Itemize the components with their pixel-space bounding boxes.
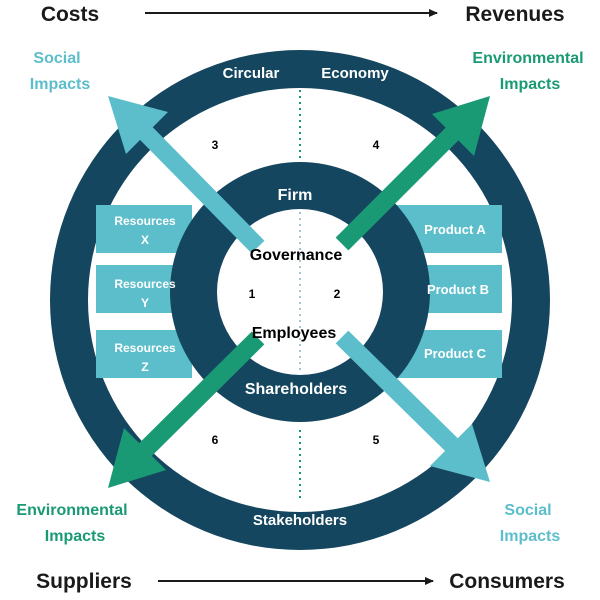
product-b-label: Product B bbox=[427, 282, 489, 297]
quadrant-number-3: 3 bbox=[212, 138, 219, 152]
quadrant-number-1: 1 bbox=[249, 287, 256, 301]
quadrant-number-4: 4 bbox=[373, 138, 380, 152]
outer-ring-label-economy: Economy bbox=[321, 65, 389, 82]
diagonal-arrow-icon bbox=[108, 331, 265, 488]
resources-band-z bbox=[96, 330, 192, 378]
consumers-label: Consumers bbox=[449, 570, 565, 593]
inner-ring-label-firm: Firm bbox=[278, 187, 313, 204]
top-left-impacts-line1: Social bbox=[33, 50, 80, 67]
bottom-right-impacts-line2: Impacts bbox=[500, 528, 561, 545]
top-right-impacts-line2: Impacts bbox=[500, 76, 561, 93]
costs-label: Costs bbox=[41, 3, 99, 26]
quadrant-number-2: 2 bbox=[334, 287, 341, 301]
outer-ring-label-stakeholders: Stakeholders bbox=[253, 512, 347, 529]
product-a-label: Product A bbox=[424, 222, 486, 237]
bottom-right-impacts-line1: Social bbox=[504, 502, 551, 519]
product-c-label: Product C bbox=[424, 346, 487, 361]
suppliers-label: Suppliers bbox=[36, 570, 132, 593]
bottom-left-impacts-line1: Environmental bbox=[16, 502, 127, 519]
revenues-label: Revenues bbox=[465, 3, 564, 26]
top-left-impacts-line2: Impacts bbox=[30, 76, 91, 93]
core-label-governance: Governance bbox=[250, 247, 343, 264]
quadrant-number-6: 6 bbox=[212, 433, 219, 447]
resources-x-line1: Resources bbox=[114, 214, 176, 228]
resources-z-line2: Z bbox=[141, 360, 148, 374]
resources-z-line1: Resources bbox=[114, 341, 176, 355]
resources-y-line1: Resources bbox=[114, 277, 176, 291]
quadrant-number-5: 5 bbox=[373, 433, 380, 447]
resources-y-line2: Y bbox=[141, 296, 149, 310]
bottom-left-impacts-line2: Impacts bbox=[45, 528, 106, 545]
outer-ring-label-circular: Circular bbox=[223, 65, 280, 82]
resources-band-x bbox=[96, 205, 192, 253]
diagonal-arrow-icon bbox=[335, 96, 490, 251]
core-label-employees: Employees bbox=[252, 325, 337, 342]
top-right-impacts-line1: Environmental bbox=[472, 50, 583, 67]
diagonal-arrow-icon bbox=[108, 96, 265, 254]
diagonal-arrow-icon bbox=[335, 330, 490, 482]
resources-x-line2: X bbox=[141, 233, 149, 247]
inner-ring-label-shareholders: Shareholders bbox=[245, 381, 347, 398]
